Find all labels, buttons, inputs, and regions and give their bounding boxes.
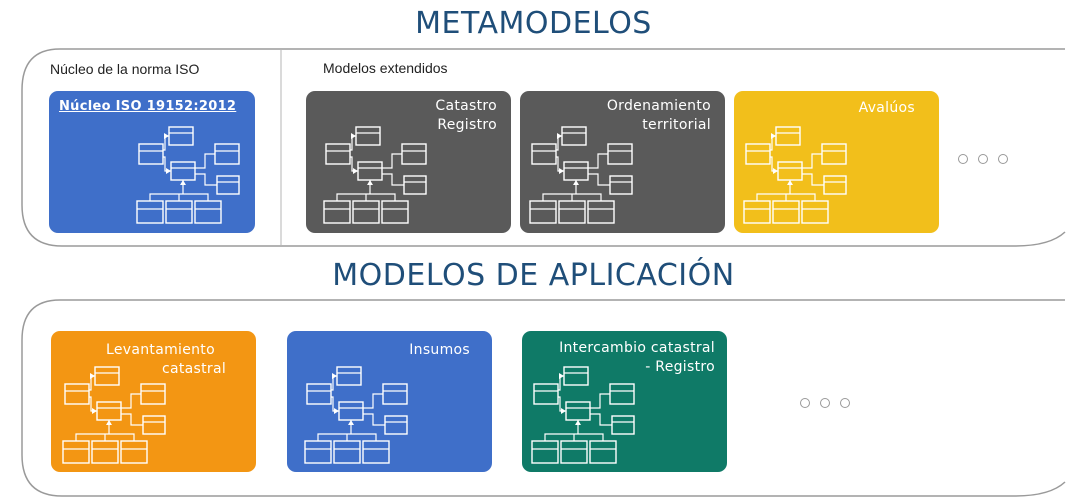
metamodelos-title: METAMODELOS: [415, 6, 652, 41]
more-metamodels-ellipsis: [958, 154, 1008, 164]
uml-diagram-icon: [529, 126, 633, 224]
card-label-line-1: Catastro: [435, 98, 497, 114]
uml-diagram-icon: [304, 366, 408, 464]
card-label-line-1: Intercambio catastral: [559, 340, 715, 356]
card-label: Núcleo ISO 19152:2012: [59, 99, 237, 114]
extended-group-label: Modelos extendidos: [323, 60, 448, 76]
modelos-aplicacion-title: MODELOS DE APLICACIÓN: [332, 258, 735, 293]
uml-diagram-icon: [743, 126, 847, 224]
iso-group-label: Núcleo de la norma ISO: [50, 61, 200, 77]
uml-diagram-icon: [323, 126, 427, 224]
card-label: Insumos: [409, 342, 470, 358]
card-intercambio-catastral-registro[interactable]: Intercambio catastral - Registro: [522, 331, 727, 472]
ellipsis-dot: [800, 398, 810, 408]
card-label-line-1: Levantamiento: [106, 342, 215, 358]
ellipsis-dot: [958, 154, 968, 164]
card-avaluos[interactable]: Avalúos: [734, 91, 939, 233]
ellipsis-dot: [840, 398, 850, 408]
uml-diagram-icon: [136, 126, 240, 224]
card-label-line-2: Registro: [437, 117, 497, 133]
uml-diagram-icon: [62, 366, 166, 464]
card-label: Avalúos: [858, 100, 915, 116]
card-label-line-2: catastral: [162, 361, 227, 377]
ellipsis-dot: [820, 398, 830, 408]
uml-diagram-icon: [531, 366, 635, 464]
card-label-line-2: territorial: [642, 117, 711, 133]
ellipsis-dot: [998, 154, 1008, 164]
card-insumos[interactable]: Insumos: [287, 331, 492, 472]
card-nucleo-iso[interactable]: Núcleo ISO 19152:2012: [49, 91, 255, 233]
card-catastro-registro[interactable]: Catastro Registro: [306, 91, 511, 233]
card-ordenamiento-territorial[interactable]: Ordenamiento territorial: [520, 91, 725, 233]
more-application-models-ellipsis: [800, 398, 850, 408]
ellipsis-dot: [978, 154, 988, 164]
card-levantamiento-catastral[interactable]: Levantamiento catastral: [51, 331, 256, 472]
card-label-line-2: - Registro: [645, 359, 715, 375]
card-label-line-1: Ordenamiento: [606, 98, 711, 114]
